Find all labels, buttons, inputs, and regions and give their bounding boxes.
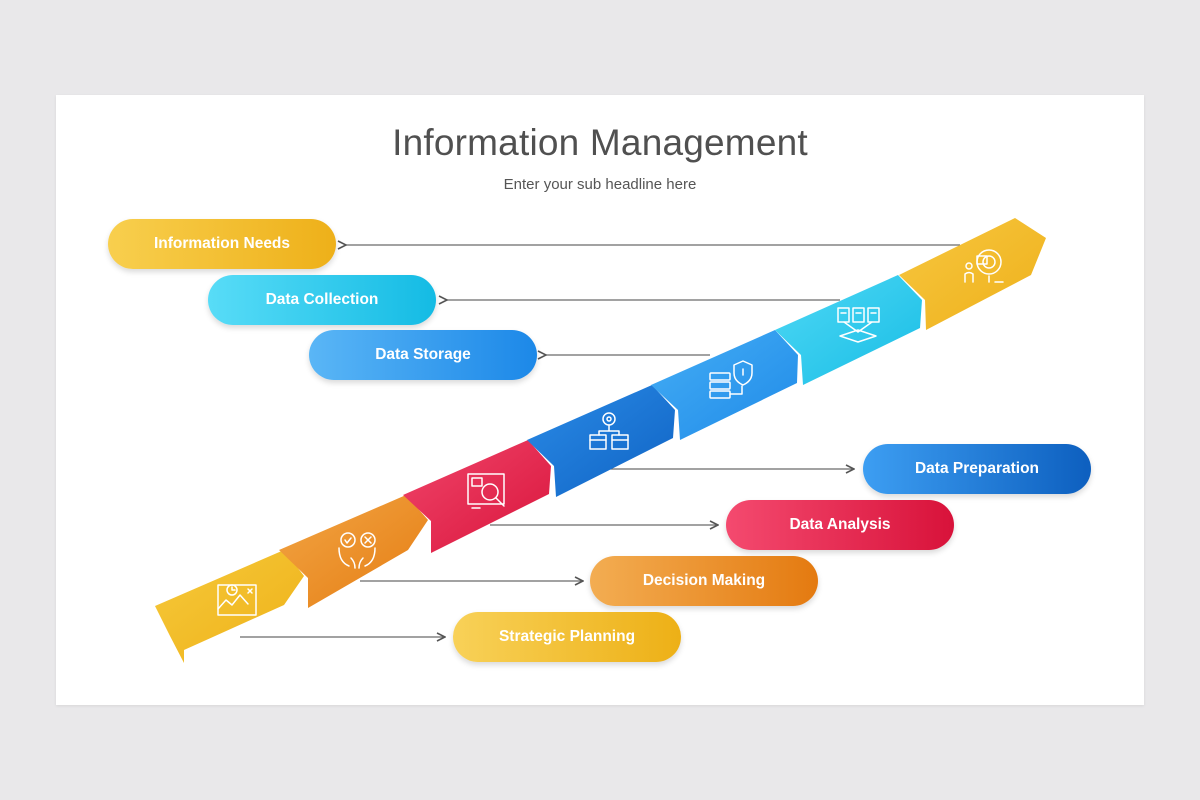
pill-decision-making[interactable]: Decision Making: [590, 556, 818, 606]
pill-data-collection[interactable]: Data Collection: [208, 275, 436, 325]
decision-hands-icon: [338, 532, 376, 569]
storage-server-shield-icon: [709, 360, 753, 399]
segment-strategic-planning: [155, 550, 304, 663]
preparation-boxes-gear-icon: [589, 412, 629, 450]
pill-data-preparation[interactable]: Data Preparation: [863, 444, 1091, 494]
pill-strategic-planning[interactable]: Strategic Planning: [453, 612, 681, 662]
page-subtitle: Enter your sub headline here: [503, 176, 697, 193]
segment-data-analysis: [403, 440, 551, 553]
information-person-board-icon: [964, 249, 1004, 283]
pill-information-needs[interactable]: Information Needs: [108, 219, 336, 269]
connector-arrows: [240, 245, 960, 637]
planning-map-icon: [217, 584, 257, 616]
segment-decision-making: [279, 495, 428, 608]
segment-data-collection: [775, 275, 922, 385]
analysis-magnifier-icon: [467, 473, 505, 509]
segment-data-storage: [651, 330, 798, 440]
segment-data-preparation: [527, 385, 675, 497]
page-title: Information Management: [392, 122, 808, 163]
collection-documents-icon: [837, 307, 880, 343]
pill-data-storage[interactable]: Data Storage: [309, 330, 537, 380]
pill-data-analysis[interactable]: Data Analysis: [726, 500, 954, 550]
staircase-segments: [155, 218, 1046, 663]
